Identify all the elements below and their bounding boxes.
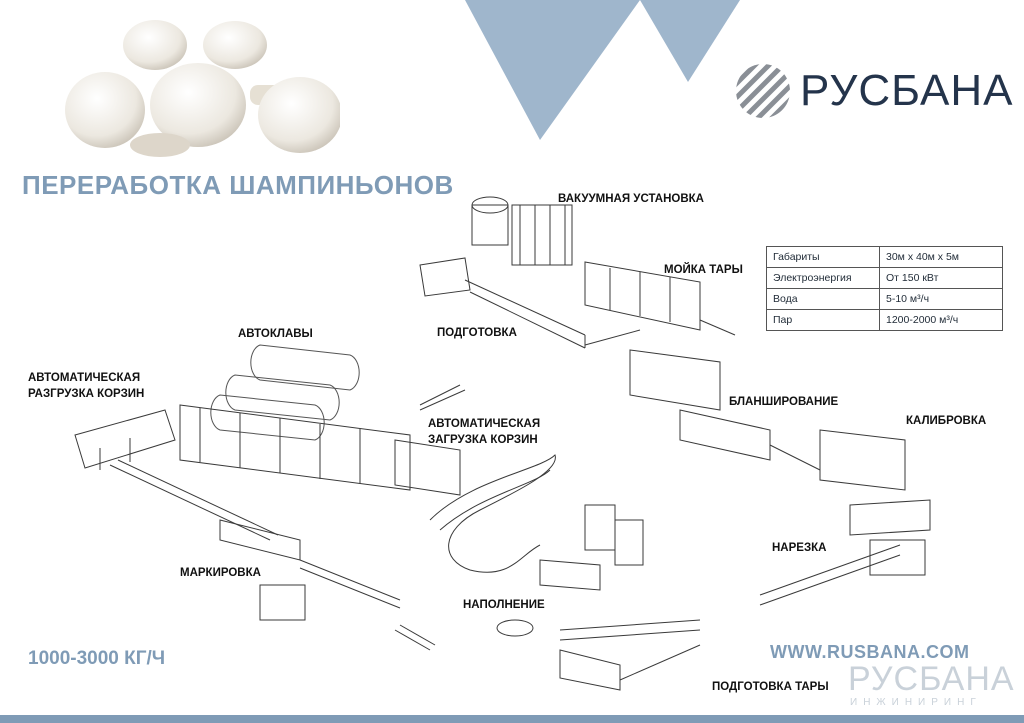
spec-value: 30м х 40м х 5м — [879, 246, 1003, 268]
brand-name: РУСБАНА — [800, 66, 1014, 115]
specs-row: Пар 1200-2000 м³/ч — [766, 309, 1003, 331]
specs-row: Габариты 30м х 40м х 5м — [766, 246, 1003, 268]
spec-value: 5-10 м³/ч — [879, 288, 1003, 310]
label-washing: МОЙКА ТАРЫ — [664, 264, 743, 276]
capacity-text: 1000-3000 КГ/Ч — [28, 648, 166, 669]
spec-param: Пар — [766, 309, 880, 331]
bottom-bar — [0, 715, 1024, 723]
spec-param: Вода — [766, 288, 880, 310]
decor-triangles — [465, 0, 740, 140]
label-unloading: АВТОМАТИЧЕСКАЯ РАЗГРУЗКА КОРЗИН — [28, 371, 144, 402]
label-filling: НАПОЛНЕНИЕ — [463, 599, 545, 611]
spec-param: Электроэнергия — [766, 267, 880, 289]
striped-sphere-icon — [736, 64, 790, 118]
specs-table: Габариты 30м х 40м х 5м Электроэнергия О… — [766, 246, 1003, 331]
spec-value: От 150 кВт — [879, 267, 1003, 289]
label-loading: АВТОМАТИЧЕСКАЯ ЗАГРУЗКА КОРЗИН — [428, 417, 540, 448]
label-unloading-line1: АВТОМАТИЧЕСКАЯ — [28, 372, 141, 384]
watermark-sub: ИНЖИНИРИНГ — [850, 697, 982, 708]
label-preparation: ПОДГОТОВКА — [437, 327, 517, 339]
spec-param: Габариты — [766, 246, 880, 268]
label-vacuum: ВАКУУМНАЯ УСТАНОВКА — [558, 193, 704, 205]
watermark-name: РУСБАНА — [848, 660, 1015, 698]
label-loading-line2: ЗАГРУЗКА КОРЗИН — [428, 433, 538, 446]
spec-value: 1200-2000 м³/ч — [879, 309, 1003, 331]
label-loading-line1: АВТОМАТИЧЕСКАЯ — [428, 418, 541, 430]
website-link[interactable]: WWW.RUSBANA.COM — [770, 642, 970, 662]
label-unloading-line2: РАЗГРУЗКА КОРЗИН — [28, 387, 145, 400]
label-autoclaves: АВТОКЛАВЫ — [238, 328, 313, 340]
label-labeling: МАРКИРОВКА — [180, 567, 261, 579]
specs-row: Вода 5-10 м³/ч — [766, 288, 1003, 310]
label-cutting: НАРЕЗКА — [772, 542, 827, 554]
label-calibration: КАЛИБРОВКА — [906, 415, 987, 427]
label-container-prep: ПОДГОТОВКА ТАРЫ — [712, 681, 829, 693]
label-blanching: БЛАНШИРОВАНИЕ — [729, 396, 839, 408]
specs-row: Электроэнергия От 150 кВт — [766, 267, 1003, 289]
mushrooms-photo — [65, 20, 340, 157]
page-title: ПЕРЕРАБОТКА ШАМПИНЬОНОВ — [22, 170, 454, 200]
